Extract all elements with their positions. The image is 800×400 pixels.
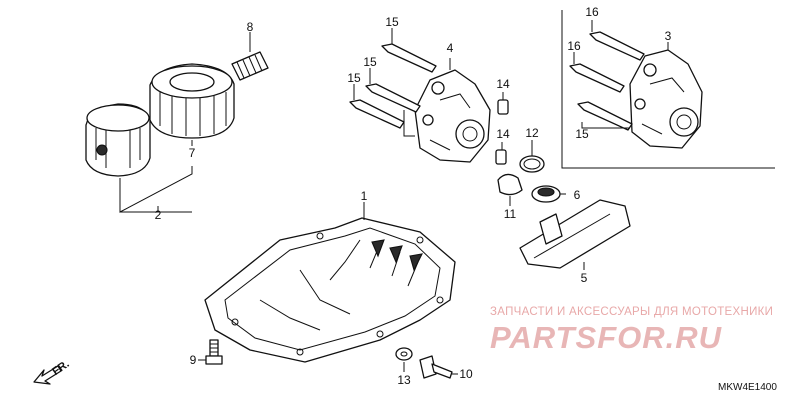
- callout-14-bottom: 14: [496, 127, 510, 141]
- callout-16-mid: 16: [567, 39, 581, 53]
- gasket-11: [497, 173, 523, 196]
- callout-12: 12: [525, 126, 539, 140]
- callout-15-inset: 15: [575, 127, 589, 141]
- callout-11: 11: [503, 207, 517, 221]
- callout-9: 9: [189, 353, 197, 367]
- dowel-14b: [495, 149, 507, 165]
- oil-filter-cap: [85, 103, 151, 177]
- o-ring-12: [519, 155, 545, 173]
- callout-14-top: 14: [496, 77, 510, 91]
- bolt-16a: [589, 31, 645, 61]
- dowel-14a: [497, 99, 509, 115]
- seal-6: [531, 185, 561, 203]
- callout-16-top: 16: [585, 5, 599, 19]
- drawing-code: MKW4E1400: [718, 382, 777, 393]
- bolt-15a: [381, 43, 437, 73]
- callout-2: 2: [154, 208, 162, 222]
- oil-filter-element: [149, 63, 235, 139]
- inset-frame: [561, 10, 775, 169]
- watermark-brand: PARTSFOR.RU: [490, 320, 723, 355]
- callout-5: 5: [580, 271, 588, 285]
- washer-13: [395, 347, 413, 361]
- oil-pump-3: [629, 49, 703, 149]
- front-arrow-icon: [33, 365, 62, 385]
- callout-1: 1: [360, 189, 368, 203]
- callout-13: 13: [397, 373, 411, 387]
- callout-10: 10: [459, 367, 473, 381]
- bolt-10: [419, 355, 453, 379]
- callout-15-low: 15: [347, 71, 361, 85]
- bolt-16b: [569, 63, 625, 93]
- oil-pump: [414, 69, 491, 163]
- oil-pan: [204, 217, 456, 363]
- bolt-9: [205, 339, 223, 365]
- oil-filter-stud: [231, 51, 269, 81]
- bolt-15c: [349, 99, 405, 129]
- bolt-15d: [577, 101, 633, 131]
- callout-6: 6: [573, 188, 581, 202]
- oil-strainer-5: [519, 199, 631, 269]
- bolt-15b: [365, 83, 421, 113]
- callout-15-mid: 15: [363, 55, 377, 69]
- callout-3: 3: [664, 29, 672, 43]
- callout-15-top: 15: [385, 15, 399, 29]
- callout-7: 7: [188, 146, 196, 160]
- watermark-tagline: ЗАПЧАСТИ И АКСЕССУАРЫ ДЛЯ МОТОТЕХНИКИ: [490, 306, 774, 318]
- callout-4: 4: [446, 41, 454, 55]
- callout-8: 8: [246, 20, 254, 34]
